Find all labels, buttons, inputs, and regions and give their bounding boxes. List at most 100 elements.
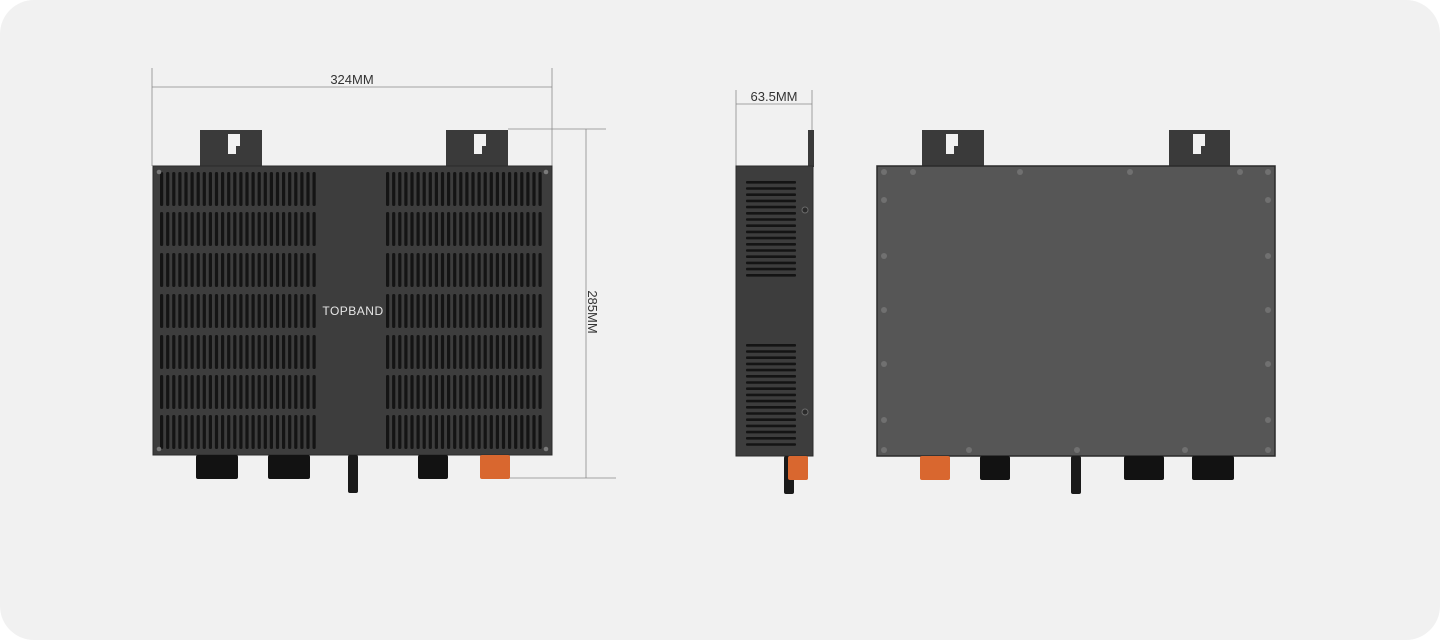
- vent-slot: [440, 375, 445, 409]
- screw: [1074, 447, 1080, 453]
- vent-slot: [245, 335, 249, 369]
- vent-slot: [538, 253, 542, 287]
- vent-slot: [440, 253, 445, 287]
- vent-slot: [477, 415, 481, 449]
- vent-slot: [233, 294, 237, 328]
- vent-slot: [239, 375, 243, 409]
- vent-slot: [282, 172, 286, 206]
- vent-slot: [471, 375, 475, 409]
- vent-slot: [306, 375, 310, 409]
- vent-slot: [489, 375, 493, 409]
- vent-slot: [392, 212, 396, 246]
- vent-slot: [392, 335, 396, 369]
- vent-slot: [257, 294, 261, 328]
- vent-slot: [746, 443, 796, 446]
- vent-slot: [208, 335, 212, 369]
- vent-slot: [245, 253, 249, 287]
- vent-slot: [434, 212, 438, 246]
- vent-slot: [221, 172, 225, 206]
- vent-slot: [465, 253, 469, 287]
- vent-slot: [196, 375, 200, 409]
- antenna: [348, 455, 358, 493]
- vent-slot: [471, 294, 475, 328]
- vent-slot: [386, 375, 390, 409]
- connector-orange: [480, 455, 510, 479]
- vent-slot: [746, 399, 796, 403]
- vent-slot: [233, 375, 237, 409]
- vent-slot: [746, 356, 796, 359]
- vent-slot: [227, 335, 231, 369]
- vent-slot: [263, 294, 267, 328]
- vent-slot: [404, 415, 408, 449]
- vent-slot: [392, 415, 396, 449]
- height-dimension: 285MM: [498, 128, 616, 479]
- connector-black: [980, 456, 1010, 480]
- vent-slot: [306, 172, 310, 206]
- vent-slot: [404, 294, 408, 328]
- brand-logo-text: TOPBAND: [322, 304, 383, 318]
- vent-slot: [410, 253, 414, 287]
- vent-slot: [239, 253, 243, 287]
- vent-slot: [196, 212, 200, 246]
- vent-slot: [184, 375, 188, 409]
- vent-slot: [245, 294, 249, 328]
- front-vent-grilles: [160, 172, 542, 449]
- vent-slot: [196, 335, 200, 369]
- vent-slot: [178, 335, 182, 369]
- vent-slot: [746, 412, 796, 415]
- vent-slot: [746, 350, 796, 353]
- vent-slot: [196, 253, 200, 287]
- vent-slot: [184, 212, 188, 246]
- vent-slot: [501, 375, 506, 409]
- vent-slot: [269, 415, 273, 449]
- vent-slot: [288, 375, 292, 409]
- vent-slot: [172, 335, 176, 369]
- vent-slot: [526, 294, 530, 328]
- back-connectors: [920, 456, 1234, 494]
- vent-slot: [416, 172, 420, 206]
- screw: [1017, 169, 1023, 175]
- vent-slot: [398, 212, 402, 246]
- vent-slot: [422, 294, 426, 328]
- vent-slot: [538, 375, 542, 409]
- vent-slot: [227, 172, 231, 206]
- vent-slot: [275, 415, 280, 449]
- vent-slot: [428, 335, 432, 369]
- screw: [1265, 361, 1271, 367]
- vent-slot: [214, 294, 219, 328]
- vent-slot: [160, 253, 164, 287]
- vent-slot: [501, 253, 506, 287]
- vent-slot: [190, 172, 194, 206]
- vent-slot: [447, 375, 451, 409]
- vent-slot: [263, 375, 267, 409]
- screw: [881, 417, 887, 423]
- vent-slot: [160, 335, 164, 369]
- vent-slot: [269, 253, 273, 287]
- vent-slot: [746, 255, 796, 258]
- vent-slot: [239, 415, 243, 449]
- vent-slot: [434, 294, 438, 328]
- vent-slot: [465, 172, 469, 206]
- vent-slot: [227, 415, 231, 449]
- vent-slot: [166, 253, 170, 287]
- vent-slot: [398, 375, 402, 409]
- vent-slot: [208, 253, 212, 287]
- vent-slot: [288, 415, 292, 449]
- vent-slot: [532, 294, 536, 328]
- vent-slot: [410, 212, 414, 246]
- vent-slot: [410, 335, 414, 369]
- side-bracket: [808, 130, 814, 167]
- vent-slot: [386, 172, 390, 206]
- vent-slot: [257, 172, 261, 206]
- vent-slot: [746, 224, 796, 227]
- vent-slot: [532, 375, 536, 409]
- screw: [881, 169, 887, 175]
- vent-slot: [465, 415, 469, 449]
- vent-slot: [520, 335, 524, 369]
- vent-slot: [275, 335, 280, 369]
- vent-slot: [227, 253, 231, 287]
- vent-slot: [214, 172, 219, 206]
- vent-slot: [532, 415, 536, 449]
- vent-slot: [416, 335, 420, 369]
- antenna: [1071, 456, 1081, 494]
